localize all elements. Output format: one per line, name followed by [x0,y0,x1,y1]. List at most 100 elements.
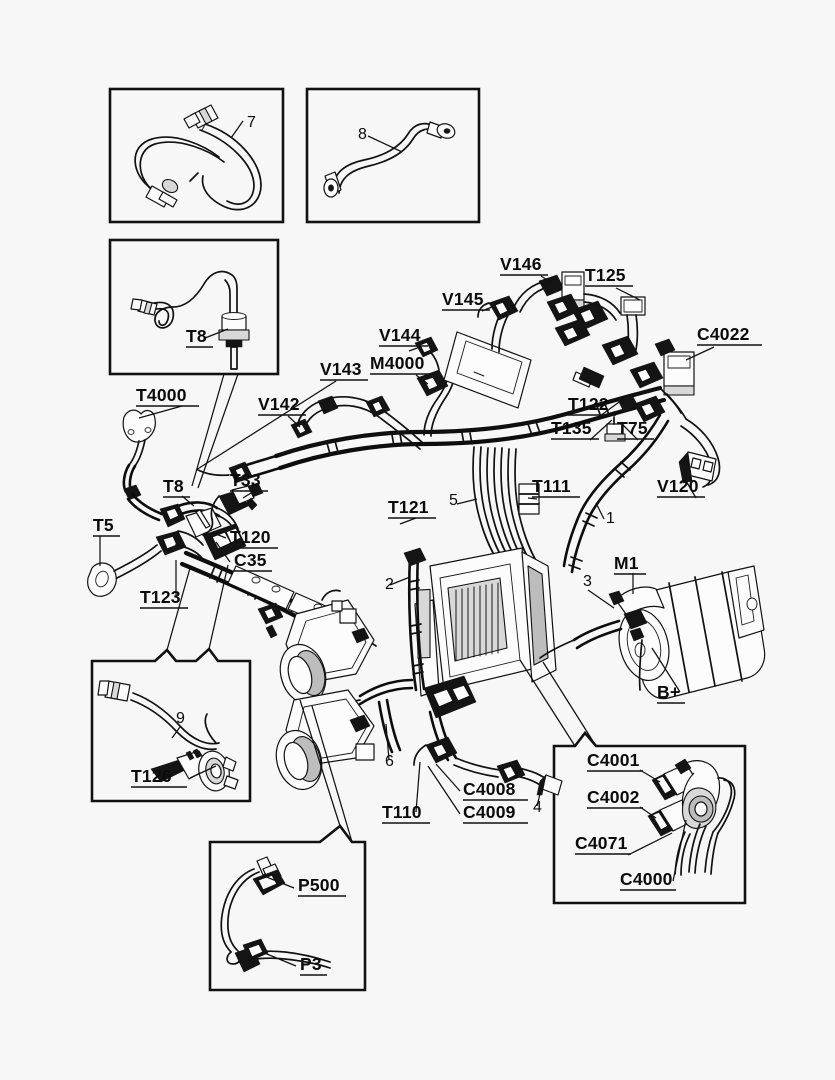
callout-p3: P3 [300,954,327,976]
callout-v144-text: V144 [379,325,421,345]
callout-4: 4 [533,799,542,816]
callout-t5-text: T5 [93,515,114,535]
callout-c4009-text: C4009 [463,802,516,822]
callout-v145-text: V145 [442,289,484,309]
callout-t123: T123 [140,587,188,609]
callout-t121-text: T121 [388,497,429,517]
callout-t125-text: T125 [585,265,626,285]
callout-v142-text: V142 [258,394,300,414]
callout-m4000-text: M4000 [370,353,425,373]
callout-leaders [99,120,715,967]
callout-c4001-text: C4001 [587,750,640,770]
callout-t33-text: T33 [230,470,261,490]
main-harness-spine [197,271,721,574]
callout-v143-text: V143 [320,359,362,379]
part-8-battery-cable [323,121,456,198]
callout-c4001: C4001 [587,750,643,772]
callout-8: 8 [358,126,367,143]
callout-5-text: 5 [449,492,458,509]
callout-t122: T122 [568,394,616,416]
callout-c4000-text: C4000 [620,869,673,889]
callout-t4000-text: T4000 [136,385,187,405]
callout-c4071: C4071 [575,833,631,855]
callout-t75-text: T75 [617,418,648,438]
panel-8 [305,87,481,224]
callout-6: 6 [385,753,394,770]
callout-m1-text: M1 [614,553,639,573]
callout-v120: V120 [657,476,705,498]
callout-7-text: 7 [247,114,256,131]
callout-c4009: C4009 [463,802,528,824]
callout-t123-text: T123 [140,587,181,607]
callout-t120: T120 [230,527,278,549]
part-7-cable-assembly [134,104,262,211]
callout-t121: T121 [388,497,436,519]
callout-m1: M1 [614,553,646,575]
callout-t8-text: T8 [163,476,184,496]
callout-v145: V145 [442,289,490,311]
callout-1: 1 [606,510,615,527]
callout-c35: C35 [234,550,272,572]
callout-t5: T5 [93,515,120,537]
engine-central-block [331,547,563,796]
panel-p500-p3 [208,824,367,992]
callout-c4008-text: C4008 [463,779,516,799]
callout-b-plus: B+ [657,682,685,704]
callout-c4022: C4022 [697,324,762,346]
callout-t8-box: T8 [186,326,213,348]
callout-t122-text: T122 [568,394,609,414]
callout-b-plus-text: B+ [657,682,680,702]
callout-p3-text: P3 [300,954,322,974]
callout-t110-text: T110 [382,802,422,822]
callout-2: 2 [385,576,394,593]
callout-t4000: T4000 [136,385,199,407]
callout-v144: V144 [379,325,428,347]
callout-m4000: M4000 [370,353,435,375]
callout-t33: T33 [230,470,268,492]
panel-7 [108,87,285,224]
callout-8-text: 8 [358,126,367,143]
callout-c35-text: C35 [234,550,267,570]
callout-c4002: C4002 [587,787,643,809]
panel-tails [166,373,597,843]
callout-7: 7 [247,114,256,131]
callout-t135-text: T135 [551,418,592,438]
inset-panels [90,87,747,992]
callout-c4022-text: C4022 [697,324,750,344]
callout-c4002-text: C4002 [587,787,640,807]
callout-5: 5 [449,492,458,509]
callout-9: 9 [176,710,185,727]
starter-motor [539,565,766,700]
callout-2-text: 2 [385,576,394,593]
callout-3-text: 3 [583,573,592,590]
callout-9-text: 9 [176,710,185,727]
callout-v120-text: V120 [657,476,699,496]
callout-t111: T111 [532,476,580,498]
callout-t126-text: T126 [131,766,172,786]
callout-v146-text: V146 [500,254,542,274]
callout-4-text: 4 [533,799,542,816]
callout-c4000: C4000 [620,869,676,891]
callout-t135: T135 [551,418,599,440]
callout-t8-box-text: T8 [186,326,207,346]
callout-t110: T110 [382,802,430,824]
callout-t8: T8 [163,476,190,498]
part-c4000-connector-cluster [647,758,736,876]
callout-p500-text: P500 [298,875,340,895]
callout-v143: V143 [320,359,368,381]
turbo-assembly [275,589,375,791]
callout-3: 3 [583,573,592,590]
callout-v142: V142 [258,394,306,416]
callout-c4008: C4008 [463,779,528,801]
callout-t75: T75 [617,418,654,440]
callout-1-text: 1 [606,510,615,527]
part-t8-temperature-sensor [130,270,250,370]
callout-t125: T125 [585,265,633,287]
callout-p500: P500 [298,875,346,897]
callout-6-text: 6 [385,753,394,770]
callout-v146: V146 [500,254,548,276]
callout-c4071-text: C4071 [575,833,628,853]
callout-labels: 7 8 T8 T4000 V142 V143 M4000 V144 [93,114,762,976]
